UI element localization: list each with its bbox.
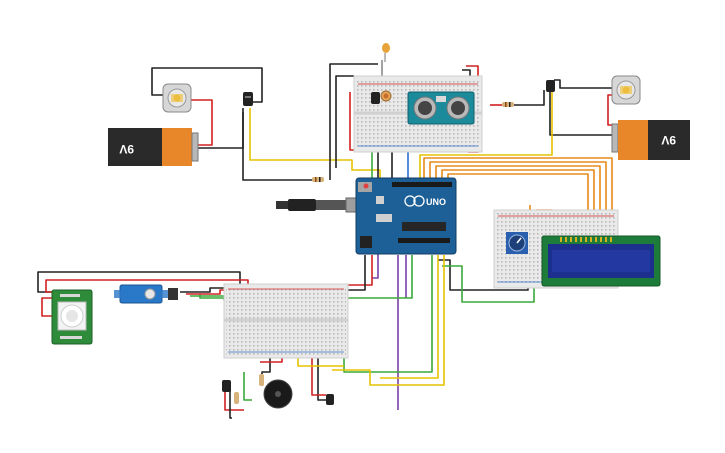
dc-motor-left[interactable] <box>162 83 192 113</box>
wire-green-lcd-bb[interactable] <box>442 262 535 303</box>
potentiometer[interactable] <box>506 232 528 254</box>
transistor-right[interactable] <box>546 80 555 92</box>
battery-icon <box>618 120 648 160</box>
usb-cable[interactable] <box>276 197 361 213</box>
wire-black-lower-3[interactable] <box>317 356 328 401</box>
lcd-display[interactable] <box>541 235 661 287</box>
wire-red-lower[interactable] <box>224 388 244 411</box>
wire-black-top-bb-2[interactable] <box>335 75 354 168</box>
wire-yellow-lower[interactable] <box>297 356 344 367</box>
transistor-icon <box>222 380 231 392</box>
transistor-left[interactable] <box>243 92 253 106</box>
wire-black-right-battery[interactable] <box>549 92 612 136</box>
resistor-right[interactable] <box>502 102 514 107</box>
wire-black-left-motor[interactable] <box>151 67 263 103</box>
wire-orange-lcd-3[interactable] <box>435 165 601 238</box>
servo-motor[interactable] <box>114 284 178 304</box>
led-icon <box>382 43 390 53</box>
battery-right-label: 9V <box>661 133 676 147</box>
wire-red-pir[interactable] <box>45 279 249 293</box>
wire-black-top-bb[interactable] <box>329 63 378 180</box>
transistor-icon <box>243 92 253 106</box>
wire-black-right-motor[interactable] <box>554 79 620 89</box>
breadboard-main[interactable] <box>223 283 349 359</box>
battery-left-label: 9V <box>119 142 134 156</box>
led-top[interactable] <box>382 43 390 62</box>
wire-red-lower-2[interactable] <box>311 356 326 396</box>
wire-black-left-transistor[interactable] <box>242 112 318 181</box>
wire-black-lower[interactable] <box>229 388 232 419</box>
wire-black-servo[interactable] <box>180 287 232 293</box>
resistor-lower[interactable] <box>259 374 264 386</box>
battery-left[interactable]: 9V <box>108 128 199 166</box>
wire-yellow-ard-2[interactable] <box>332 255 445 386</box>
wire-red-ard[interactable] <box>342 255 373 286</box>
wire-orange-lcd-2[interactable] <box>429 161 607 238</box>
ultrasonic-sensor[interactable] <box>407 91 475 125</box>
wire-black-pir[interactable] <box>37 271 241 293</box>
wire-green-ard[interactable] <box>343 255 433 373</box>
wire-orange-lcd-4[interactable] <box>441 169 595 238</box>
wire-yellow-right[interactable] <box>419 92 553 182</box>
transistor-icon <box>371 92 380 104</box>
resistor-icon <box>502 102 514 107</box>
wire-black-right-2[interactable] <box>512 90 545 106</box>
arduino-brand: UNO <box>426 197 446 207</box>
wire-red-left-motor[interactable] <box>186 99 213 146</box>
wire-purple-1[interactable] <box>372 250 379 279</box>
transistor-top[interactable] <box>371 92 380 104</box>
usb-cable-icon <box>276 201 288 209</box>
wire-red-pir-2[interactable] <box>41 297 55 317</box>
resistor-icon <box>259 374 264 386</box>
pir-sensor[interactable] <box>51 289 93 345</box>
buzzer[interactable] <box>263 379 293 409</box>
arduino-uno[interactable]: UNO <box>355 177 457 255</box>
photoresistor[interactable] <box>380 90 392 102</box>
transistor-lower[interactable] <box>222 380 231 392</box>
dc-motor-right[interactable] <box>611 75 641 105</box>
resistor-left[interactable] <box>312 177 324 182</box>
resistor-lower-2[interactable] <box>234 392 239 404</box>
transistor-icon <box>326 394 334 405</box>
battery-right[interactable]: 9V <box>611 120 690 160</box>
transistor-icon <box>546 80 555 92</box>
wire-yellow-left-transistor[interactable] <box>249 108 381 185</box>
wire-green-lower[interactable] <box>243 372 252 401</box>
resistor-icon <box>312 177 324 182</box>
wire-yellow-ard[interactable] <box>380 255 439 379</box>
transistor-lower-right[interactable] <box>326 394 334 405</box>
wire-black-ard[interactable] <box>342 255 366 291</box>
wire-orange-lcd-1[interactable] <box>423 157 613 238</box>
